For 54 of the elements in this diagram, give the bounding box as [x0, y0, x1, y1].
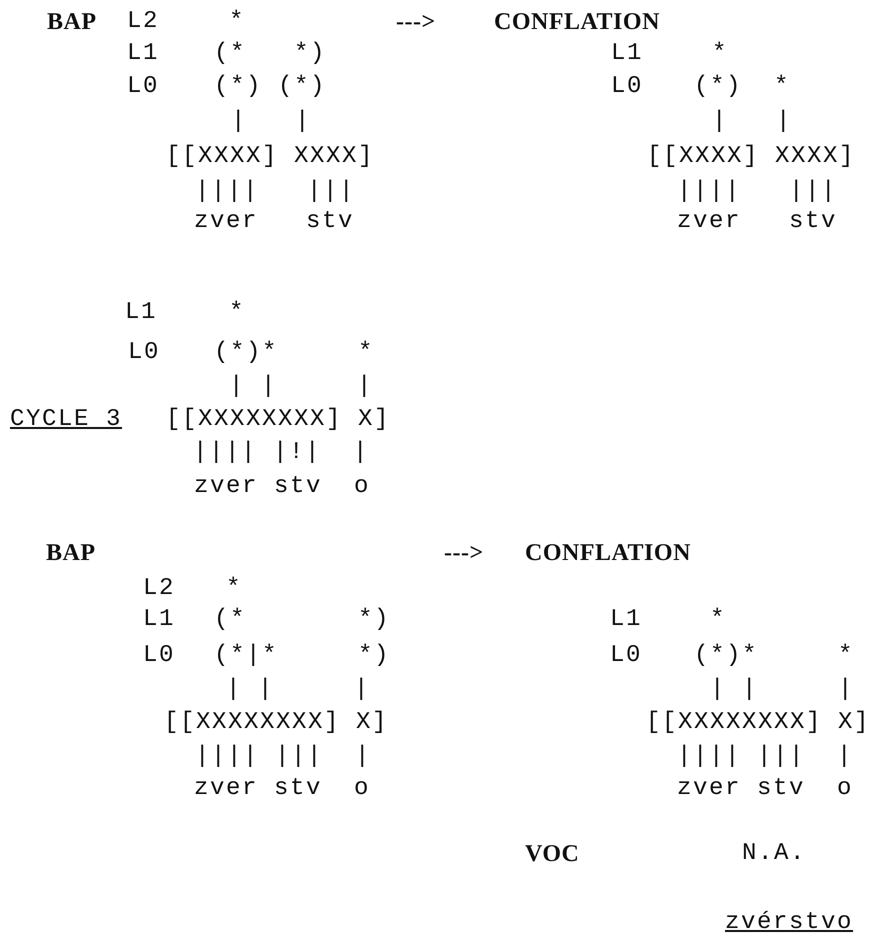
association-lines: |||| ||| — [677, 179, 838, 205]
grammar-label: CONFLATION — [494, 9, 660, 35]
association-lines: |||| ||| | — [195, 744, 372, 770]
grid-mark: * — [229, 300, 246, 326]
grid-mark: * — [710, 607, 726, 633]
level-label: L2 — [127, 9, 160, 35]
level-label: L1 — [611, 41, 644, 67]
level-label: L0 — [143, 643, 176, 669]
association-lines: | | | — [710, 677, 854, 703]
constituent-brackets: [[XXXXXXXX] X] — [646, 710, 869, 736]
constituent-brackets: [[XXXXXXXX] X] — [164, 710, 388, 736]
association-lines: | | | — [229, 374, 374, 400]
grid-mark: * — [229, 9, 246, 35]
level-label: L2 — [143, 576, 176, 602]
constituent-brackets: [[XXXX] XXXX] — [166, 144, 374, 170]
level-label: L0 — [128, 340, 160, 366]
level-label: L0 — [611, 74, 644, 100]
grid-mark: * — [226, 576, 242, 602]
grid-row: (* *) — [214, 607, 390, 633]
association-lines: |||| |!| | — [193, 440, 370, 466]
association-lines: | | — [712, 109, 792, 135]
association-lines: | | — [231, 109, 312, 135]
word-form: zvérstvo — [725, 910, 854, 936]
level-label: L1 — [127, 41, 160, 67]
syllable-text: zver stv — [194, 209, 354, 235]
grid-mark: * — [712, 41, 728, 67]
level-label: L1 — [125, 300, 158, 326]
grammar-label: BAP — [46, 540, 96, 566]
syllable-text: zver stv o — [677, 776, 854, 802]
level-label: L0 — [127, 74, 160, 100]
level-label: L0 — [610, 643, 642, 669]
grid-row: (* *) — [214, 41, 326, 67]
grid-row: (*) (*) — [214, 74, 326, 100]
level-label: L1 — [143, 607, 176, 633]
constituent-brackets: [[XXXXXXXX] X] — [166, 407, 390, 433]
grid-row: (*)* * — [214, 340, 374, 366]
syllable-text: zver stv o — [194, 776, 370, 802]
grid-row: (*) * — [694, 74, 790, 100]
level-label: L1 — [610, 607, 642, 633]
transition-arrow-text: ---> — [396, 9, 436, 35]
grammar-label: BAP — [47, 9, 96, 35]
association-lines: |||| ||| | — [677, 744, 854, 770]
association-lines: | | | — [226, 677, 370, 703]
grammar-label: CONFLATION — [525, 540, 691, 566]
constituent-brackets: [[XXXX] XXXX] — [647, 144, 856, 170]
transition-arrow-text: ---> — [444, 540, 484, 566]
case-label: N.A. — [742, 841, 806, 867]
syllable-text: zver stv — [677, 209, 838, 235]
association-lines: |||| ||| — [195, 179, 356, 205]
cycle-label: CYCLE 3 — [10, 407, 122, 433]
grid-row: (*)* * — [694, 643, 854, 669]
syllable-text: zver stv o — [194, 474, 370, 500]
grid-row: (*|* *) — [214, 643, 390, 669]
case-label: VOC — [525, 841, 580, 867]
